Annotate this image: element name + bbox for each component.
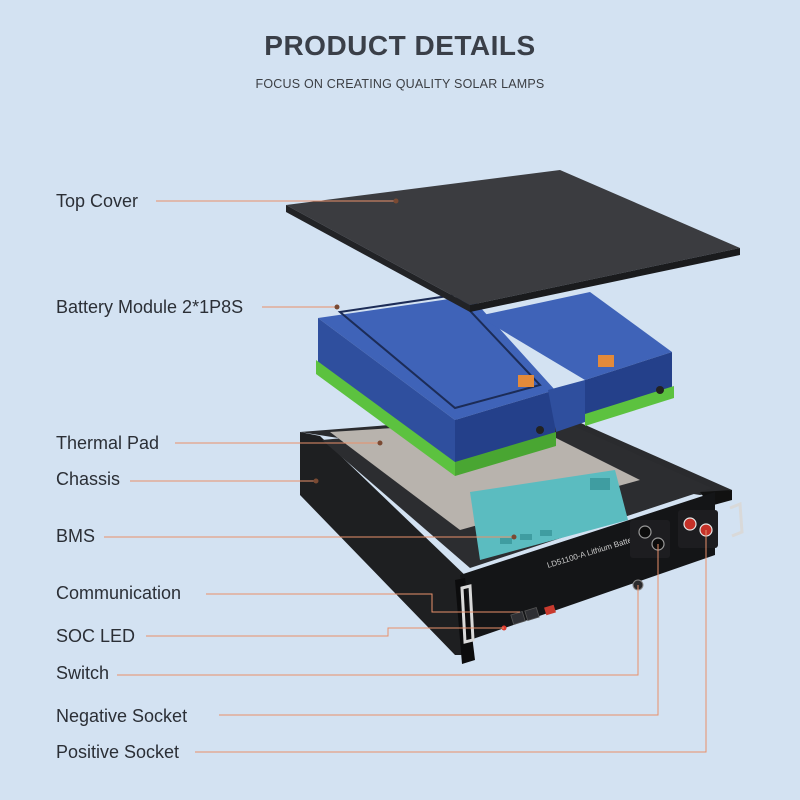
leader-soc-led xyxy=(146,627,504,637)
leader-lines xyxy=(104,198,707,753)
battery-module-left xyxy=(316,293,556,476)
leader-communication xyxy=(206,593,520,613)
positive-socket xyxy=(678,510,718,548)
thermal-pad xyxy=(330,420,640,530)
label-soc-led: SOC LED xyxy=(56,626,136,646)
label-negative-socket: Negative Socket xyxy=(56,706,188,726)
battery-module-right xyxy=(478,292,674,432)
leader-switch xyxy=(117,585,639,676)
label-positive-socket: Positive Socket xyxy=(56,742,180,762)
top-cover xyxy=(286,170,740,312)
label-communication: Communication xyxy=(56,583,182,603)
page-subtitle: FOCUS ON CREATING QUALITY SOLAR LAMPS xyxy=(255,77,545,91)
label-chassis: Chassis xyxy=(56,469,121,489)
label-top-cover: Top Cover xyxy=(56,191,139,211)
communication-port xyxy=(510,610,526,626)
leader-negative-socket xyxy=(219,544,659,716)
label-thermal-pad: Thermal Pad xyxy=(56,433,160,453)
label-switch: Switch xyxy=(56,663,110,683)
page-title: PRODUCT DETAILS xyxy=(264,30,536,61)
leader-positive-socket xyxy=(195,530,707,753)
label-battery-module: Battery Module 2*1P8S xyxy=(56,297,244,317)
negative-socket xyxy=(630,520,670,558)
label-bms: BMS xyxy=(56,526,96,546)
